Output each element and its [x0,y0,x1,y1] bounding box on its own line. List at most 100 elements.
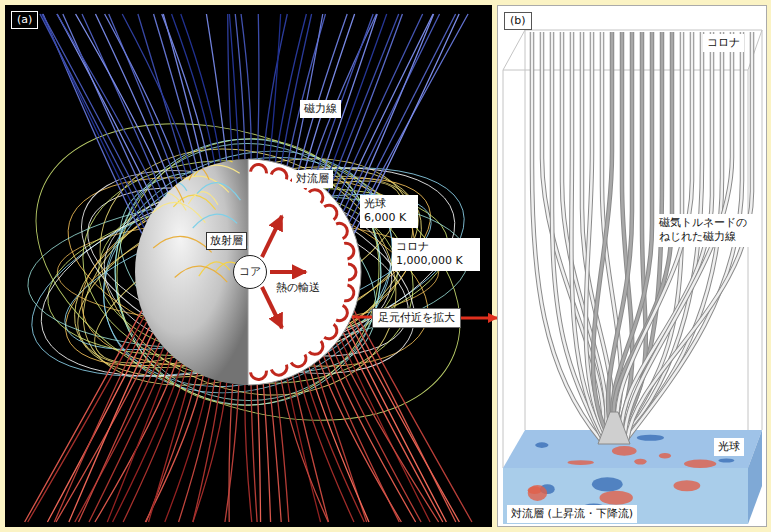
field-line [257,14,259,159]
field-line [206,14,226,161]
heat-arrow [270,270,306,274]
field-line [181,14,221,162]
field-line [340,14,433,206]
node-text: 放射層 [210,234,243,248]
tornado-simulation [498,6,767,527]
node-text: (a) [17,13,32,27]
convection-cell [291,355,306,367]
field-line [293,14,323,168]
convection-cell [324,324,337,338]
field-line [122,14,192,174]
heat-transport-arrows [262,216,306,328]
field-loop [72,147,424,397]
text-label: 磁気トルネードの ねじれた磁力線 [655,214,759,247]
field-line [162,14,209,166]
field-line [304,14,355,174]
field-line [228,14,233,160]
surface-strand [194,159,233,176]
field-line [56,338,156,522]
field-line [275,382,288,522]
box-edge [748,70,749,468]
surface-strand [193,214,237,228]
node-text: 足元付近を拡大 [378,311,455,325]
field-line [336,14,422,201]
panel-a-ground [5,5,492,527]
surface-strand [152,202,205,222]
panel-b-ground [497,5,767,527]
flow-blob [674,480,701,491]
field-loop [67,109,429,435]
field-line [319,360,401,522]
panel-b-frame [498,6,767,527]
flow-blob [592,477,623,491]
field-loop [18,127,478,416]
field-loop [9,126,487,417]
sun-surface [135,159,248,385]
flow-blob [637,435,664,441]
field-line [332,347,421,522]
flow-blob [659,453,671,458]
field-loop [71,118,425,426]
surface-strand [186,152,231,170]
field-line [109,14,177,184]
field-line [28,316,144,522]
box-edge [762,30,763,430]
convection-cell [309,341,323,354]
convection-cell [336,223,347,238]
field-line [89,352,168,522]
flow-blob [684,460,716,469]
field-line [113,364,182,522]
field-line [263,14,287,160]
field-line [229,384,233,522]
convection-cell [344,243,354,259]
node-text: コア [239,265,261,279]
field-line [172,14,215,164]
text-label: 光球 6,000 K [360,195,418,228]
field-line [146,373,198,522]
zoom-arrow [461,316,497,319]
tornado-foot [598,412,630,444]
surface-strand [188,192,218,205]
text-label: コロナ 1,000,000 K [392,238,480,271]
node-text: (b) [504,12,532,30]
convection-cell [336,305,347,320]
flow-blob [718,458,734,462]
field-line [349,14,455,222]
text-label: 対流層 [292,170,333,188]
field-line [298,14,347,171]
surface-strand [149,176,184,202]
flow-blob [600,491,633,505]
field-line [281,14,311,164]
field-loop [67,138,429,406]
field-line [347,14,434,217]
convection-cell [344,285,354,301]
field-line [79,343,160,522]
field-line [275,14,306,162]
field-line [257,385,260,522]
field-line [57,14,156,206]
surface-strand [149,193,186,211]
field-line [343,14,439,211]
surface-strand [189,168,209,181]
convection-cell [348,264,356,280]
convection-slab-front [503,468,748,524]
field-line [123,367,187,522]
surface-strand [197,183,240,201]
flow-blob [535,442,548,448]
surface-strand [165,183,187,197]
field-line [63,14,153,211]
field-tube-outline [612,32,652,440]
field-line [281,380,328,522]
convection-cell [324,205,337,219]
surface-strand [175,266,228,282]
field-line [165,378,209,522]
field-line [287,378,321,522]
field-line [263,384,270,522]
field-line [69,333,153,522]
surface-strand [199,262,230,276]
core-circle: コア [233,255,267,289]
heat-arrow [262,216,282,257]
convection-cell [250,371,266,380]
field-line [354,311,472,522]
box-edge [525,30,762,31]
